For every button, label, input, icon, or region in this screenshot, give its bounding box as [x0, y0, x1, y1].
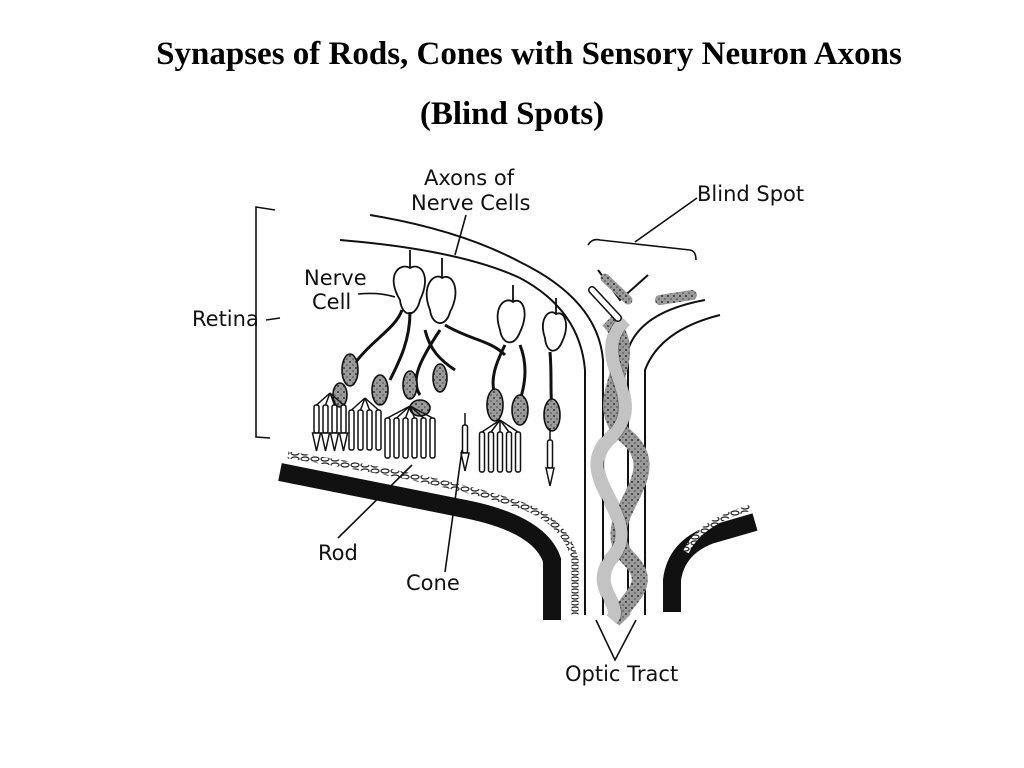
photoreceptor-stalk [324, 392, 331, 406]
photoreceptor-stalk [359, 397, 366, 411]
rod-cell [505, 431, 513, 473]
slide-subtitle: (Blind Spots) [419, 96, 605, 132]
retina-bracket [255, 206, 276, 439]
rod-cell [496, 431, 504, 473]
optic-tract-arrow [595, 619, 637, 662]
bipolar-cells [332, 353, 561, 432]
photoreceptor-stalk [499, 419, 519, 433]
rod-cell [393, 417, 400, 459]
rod-cell [411, 417, 418, 459]
photoreceptor-stalk [316, 392, 331, 406]
photoreceptor-stalk [364, 397, 371, 411]
cone-tip [311, 432, 322, 452]
label-nerve-line2: Cell [312, 290, 351, 314]
photoreceptor-stalk [396, 405, 411, 419]
label-retina: Retina [192, 307, 259, 331]
label-axons-line1: Axons of [424, 166, 515, 190]
blind-spot-bracket [587, 238, 697, 261]
photoreceptor-stalk [387, 405, 411, 419]
retina-diagram: Axons of Nerve Cells Blind Spot Nerve Ce… [192, 166, 804, 686]
cone-tip [338, 432, 349, 452]
label-axons-line2: Nerve Cells [411, 191, 530, 215]
rod-cell [402, 417, 409, 459]
retina-leader [265, 317, 281, 321]
photoreceptor-stalk [481, 419, 501, 433]
rod-leader [337, 464, 413, 539]
cone-tip [545, 467, 555, 487]
rod-cell [420, 417, 427, 459]
cone-leader [444, 449, 463, 573]
photoreceptor-stalk [490, 419, 501, 433]
cone-cell [461, 424, 469, 454]
axons-leader [454, 214, 467, 256]
rod-cell [514, 431, 522, 473]
photoreceptor-layer [311, 392, 555, 487]
rod-cell [487, 431, 495, 473]
photoreceptor-stalk [409, 405, 416, 419]
label-rod: Rod [318, 541, 358, 565]
nerve-cell-leader [357, 292, 396, 298]
eye-wall-left [278, 451, 579, 620]
photoreceptor-stalk [329, 392, 344, 406]
label-nerve-line1: Nerve [304, 266, 367, 290]
photoreceptor-stalk [409, 405, 433, 419]
optic-nerve [588, 269, 697, 626]
rod-cell [357, 409, 364, 451]
photoreceptor-stalk [364, 397, 379, 411]
diagram-labels: Axons of Nerve Cells Blind Spot Nerve Ce… [192, 166, 804, 686]
photoreceptor-stalk [499, 419, 510, 433]
rod-cell [384, 417, 391, 459]
rod-cell [366, 409, 373, 451]
cone-cell [331, 404, 338, 434]
rod-cell [348, 409, 355, 451]
nerve-cells [392, 250, 567, 352]
rod-cell [429, 417, 436, 459]
label-optic-tract: Optic Tract [565, 662, 678, 686]
cone-cell [546, 439, 554, 469]
rod-cell [375, 409, 382, 451]
slide-title: Synapses of Rods, Cones with Sensory Neu… [156, 36, 902, 72]
label-cone: Cone [406, 571, 460, 595]
label-blind-spot: Blind Spot [697, 182, 804, 206]
leader-lines [255, 197, 698, 662]
photoreceptor-stalk [351, 397, 366, 411]
cone-tip [329, 432, 340, 452]
blind-spot-leader [634, 197, 698, 243]
photoreceptor-stalk [404, 405, 411, 419]
cone-tip [320, 432, 331, 452]
cone-cell [340, 404, 347, 434]
cone-tip [460, 452, 470, 472]
photoreceptor-stalk [329, 392, 336, 406]
eye-wall-right [663, 505, 758, 612]
cone-cell [322, 404, 329, 434]
cone-cell [313, 404, 320, 434]
rod-cell [478, 431, 486, 473]
